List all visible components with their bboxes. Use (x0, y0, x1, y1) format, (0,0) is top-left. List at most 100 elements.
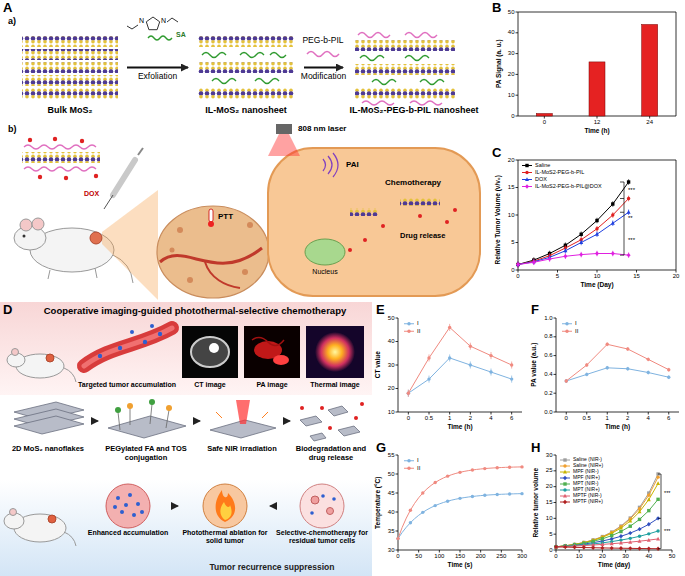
axis-line (396, 531, 399, 532)
data-marker (638, 518, 641, 521)
blood-vessel (98, 324, 162, 358)
data-marker (508, 492, 511, 495)
axis-line (554, 355, 557, 356)
modified-nanosheet (360, 56, 384, 61)
ablation-circle (203, 484, 247, 528)
data-marker (563, 464, 566, 467)
axis-line (518, 160, 676, 161)
data-marker (446, 500, 449, 503)
chemotherapy-circle (332, 497, 336, 501)
axis-line (554, 502, 557, 503)
tick-label: 20 (673, 273, 680, 280)
tick-label: 15 (508, 184, 515, 191)
data-marker (421, 491, 424, 494)
legend-text: DOX (535, 176, 547, 182)
conjugated-sheet (115, 407, 121, 413)
data-marker (563, 458, 566, 461)
tumor-cell (453, 208, 457, 212)
tumor-tissue (208, 221, 214, 227)
significance-mark: ** (628, 215, 633, 222)
tick-label: 24 (646, 119, 653, 126)
accumulation-circle (116, 496, 120, 500)
tumor-tissue (209, 209, 213, 222)
tick-label: 6 (667, 415, 670, 422)
data-marker (469, 363, 472, 366)
data-line (518, 199, 629, 265)
tick-label: 10 (508, 92, 515, 99)
pa-image (244, 326, 300, 378)
axis-line (429, 412, 430, 415)
data-marker (595, 251, 599, 255)
peg-b-pil-chain (307, 52, 339, 57)
data-marker (554, 545, 557, 548)
chemotherapy-circle (321, 494, 325, 498)
data-marker (606, 343, 609, 346)
data-marker (554, 545, 557, 548)
data-line (556, 547, 658, 549)
axis-line (554, 393, 557, 394)
blood-vessel (143, 340, 147, 344)
data-marker (525, 184, 529, 188)
mouse (23, 235, 26, 238)
arrow-connector (174, 505, 178, 506)
syringe (104, 148, 143, 209)
modified-nanosheet (358, 33, 390, 38)
small-mouse (64, 368, 76, 382)
therapy-label: PTT (218, 212, 233, 221)
dox-loaded-nanosheet (38, 175, 42, 179)
tick-label: 40 (645, 553, 652, 560)
data-marker (407, 392, 410, 395)
tick-label: 50 (388, 315, 395, 322)
tick-label: 15 (633, 273, 640, 280)
tumor-tissue (157, 206, 269, 298)
data-marker (595, 219, 598, 222)
degraded-fragments (328, 406, 348, 416)
arrow-connector (284, 420, 290, 421)
bulk-mos2-layers (22, 36, 118, 99)
legend-text: MPTF (NIR+) (573, 499, 603, 505)
accumulation-circle (136, 502, 140, 506)
axis-line (554, 486, 557, 487)
tumor-tissue (242, 269, 248, 275)
conjugated-sheet (127, 403, 133, 409)
axis-line (398, 412, 522, 413)
panel-d-bands (0, 395, 372, 480)
data-marker (627, 253, 631, 257)
tick-label: 4 (489, 415, 492, 422)
legend-text: MPT (NIR+) (573, 487, 600, 493)
data-marker (627, 197, 630, 200)
axis-line (480, 550, 481, 553)
tick-label: 5 (556, 273, 559, 280)
tick-label: 0.2 (544, 390, 552, 397)
axis-line (554, 455, 557, 456)
data-marker (565, 322, 568, 325)
degraded-fragments (300, 402, 364, 430)
pa-image (244, 326, 300, 378)
data-marker (656, 537, 660, 541)
tick-label: 6 (510, 415, 513, 422)
degraded-fragments (300, 402, 364, 441)
tumor-cell (268, 148, 480, 296)
data-marker (626, 347, 629, 350)
data-marker (409, 521, 412, 524)
tick-label: 12 (594, 119, 601, 126)
legend-text: Saline (535, 162, 550, 168)
data-marker (619, 530, 622, 533)
axis-line (396, 341, 399, 342)
tick-label: 40 (388, 338, 395, 345)
significance-bracket (620, 255, 624, 256)
data-marker (647, 358, 650, 361)
data-marker (628, 546, 632, 550)
data-marker (407, 330, 410, 333)
modified-nanosheet (355, 40, 455, 51)
syringe (104, 195, 113, 209)
small-mouse (46, 354, 54, 362)
nir-irradiated-sheet (216, 412, 222, 418)
il-mos2-nanosheet (198, 36, 294, 99)
data-marker (563, 500, 567, 504)
node-caption: Enhanced accumulation (84, 529, 172, 537)
tumor-cell (363, 238, 367, 242)
conjugated-sheet (118, 404, 169, 430)
data-marker (532, 260, 536, 264)
data-marker (573, 545, 577, 549)
